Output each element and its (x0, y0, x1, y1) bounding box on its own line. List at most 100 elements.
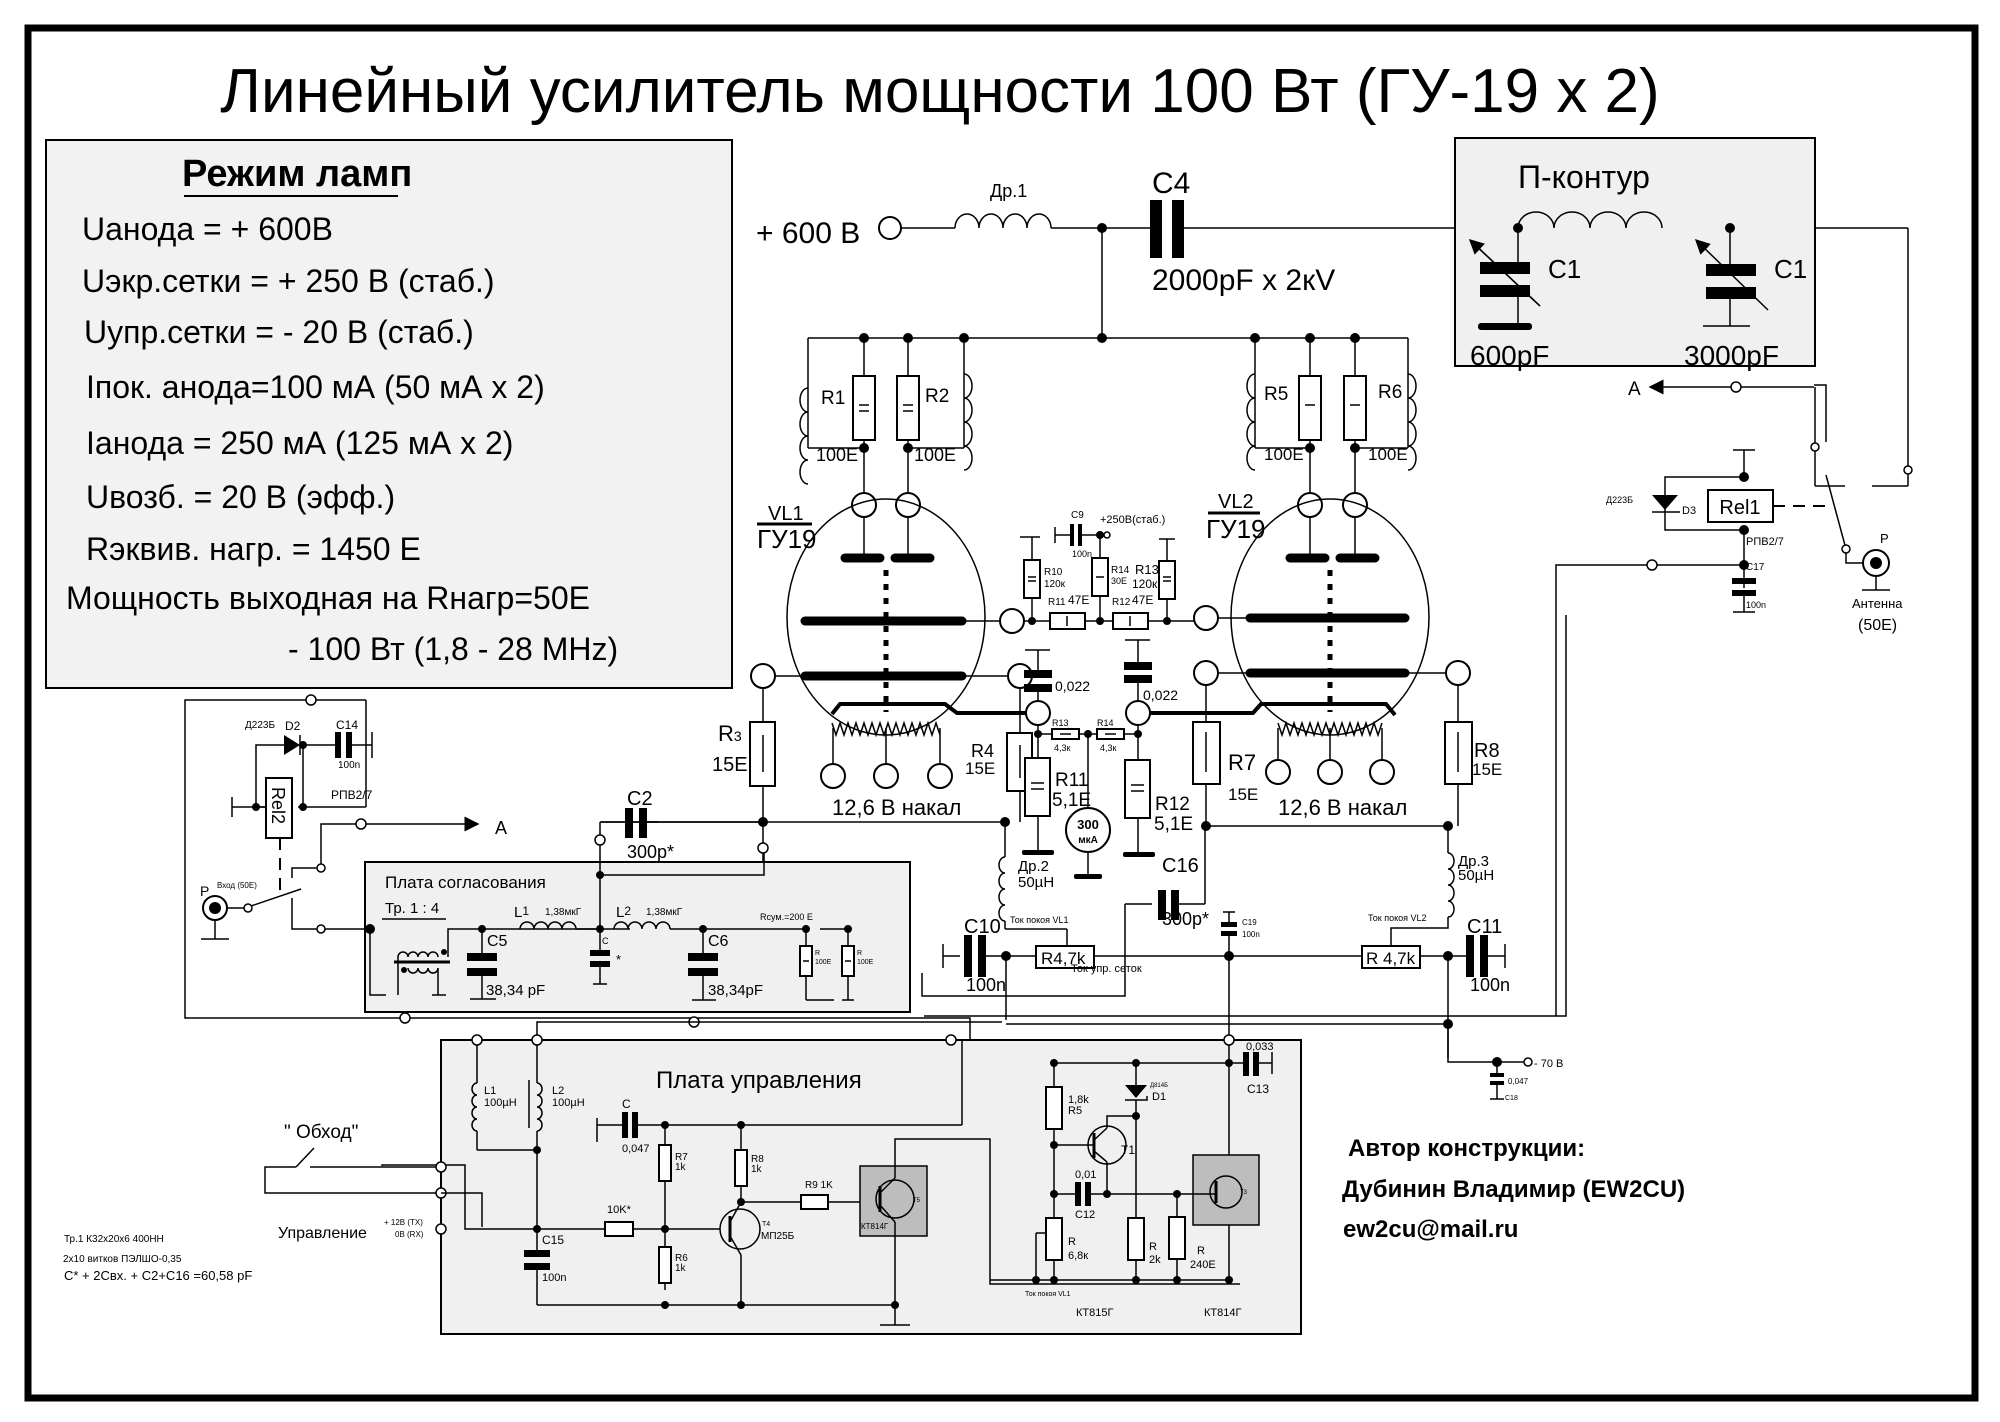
control-rx: 0В (RX) (395, 1230, 424, 1239)
r11-label: R11 (1048, 597, 1066, 608)
r8-value: 15E (1472, 760, 1502, 779)
c-center-star: * (616, 952, 621, 967)
r-a-label: R (815, 950, 820, 957)
t3-label: T3 (1240, 1190, 1248, 1196)
r-2k-label: R (1149, 1241, 1157, 1253)
r13-value: 120к (1132, 577, 1158, 591)
dr3-value: 50µH (1458, 867, 1494, 884)
c6-value: 38,34pF (708, 982, 763, 999)
control-board: Плата управления L1 100µH L2 100µH C15 1… (264, 1034, 1302, 1335)
r14b-value: 4,3к (1100, 743, 1117, 753)
ctl-l1-label: L1 (484, 1085, 496, 1097)
antenna-impedance: (50E) (1858, 617, 1897, 634)
c15-label: C15 (542, 1233, 564, 1247)
choke-dr1 (954, 213, 1052, 229)
d3-label: D3 (1682, 505, 1696, 517)
vl2-heater-label: 12,6 В накал (1278, 795, 1407, 820)
t1-label: T1 (1121, 1143, 1135, 1157)
d1-type: Д814Б (1150, 1083, 1168, 1089)
r11b-label: R11 (1055, 770, 1088, 791)
tube-mode-box: Режим ламп Uанода = + 600В Uэкр.сетки = … (45, 139, 733, 689)
mode-line-anode-current: Iанода = 250 мА (125 мА х 2) (86, 425, 513, 461)
control-label: Управление (278, 1225, 367, 1242)
r-240-value: 240E (1190, 1259, 1216, 1271)
r4-label: R4 (971, 741, 994, 761)
t3-type: КТ814Г (1204, 1307, 1241, 1319)
r1-label: R1 (821, 388, 845, 409)
r1-value: 100E (816, 445, 858, 465)
r-b-value: 100E (857, 959, 874, 966)
c9-value: 100n (1072, 549, 1092, 559)
ctl-r6-label: R6 (675, 1253, 688, 1264)
r12-label: R12 (1112, 597, 1131, 608)
c11-label: C11 (1467, 916, 1502, 938)
input-arrow-label: A (495, 818, 507, 838)
anode-supply-label: + 600 В (756, 217, 860, 250)
ctl-tok-vl1: Ток покоя VL1 (1025, 1291, 1071, 1298)
t5-type: КТ814Г (861, 1222, 889, 1231)
page-title: Линейный усилитель мощности 100 Вт (ГУ-1… (220, 57, 1659, 126)
c10-value: 100n (966, 975, 1006, 995)
t4-type: МП25Б (761, 1231, 795, 1242)
r12b-label: R12 (1155, 794, 1190, 815)
r7-value: 15E (1228, 785, 1258, 804)
author-email: ew2cu@mail.ru (1343, 1216, 1518, 1243)
r-pot-label: R (1068, 1236, 1076, 1248)
transistor-t3 (1209, 1175, 1243, 1209)
tok-vl1-label: Ток покоя VL1 (1010, 915, 1069, 925)
r8-label: R8 (1474, 740, 1500, 762)
c13-label: C13 (1247, 1082, 1269, 1096)
r13b-value: 4,3к (1054, 743, 1071, 753)
c19-value: 100n (1242, 930, 1260, 939)
r14-label: R14 (1111, 565, 1130, 576)
c10-label: C10 (964, 916, 1001, 938)
choke-dr1-label: Др.1 (990, 181, 1027, 201)
d3-type: Д223Б (1606, 495, 1633, 505)
l1-value: 1,38мкГ (545, 907, 582, 918)
r47k-left-label: R4,7k (1041, 949, 1086, 968)
vl2-ref: VL2 (1218, 491, 1254, 513)
dr3-label: Др.3 (1458, 853, 1489, 870)
c15-value: 100n (542, 1272, 566, 1284)
c11-value: 100n (1470, 975, 1510, 995)
mode-line-anode-voltage: Uанода = + 600В (82, 211, 333, 247)
cathode-network: R3 15E R4 15E R13 4,3к R14 4,3к R11 (600, 685, 1502, 879)
author-name: Дубинин Владимир (EW2CU) (1342, 1176, 1685, 1203)
output-arrow-label: A (1628, 379, 1641, 400)
l2-value: 1,38мкГ (646, 907, 683, 918)
c-center-label: C (602, 936, 609, 946)
r6-label: R6 (1378, 382, 1402, 403)
c14-label: C14 (336, 718, 358, 732)
dr2-value: 50µH (1018, 874, 1054, 891)
author-block: Автор конструкции: Дубинин Владимир (EW2… (1342, 1135, 1685, 1243)
c1b-value: 3000pF (1684, 340, 1779, 371)
r2-value: 100E (914, 445, 956, 465)
tok-grid-label: Ток упр. сеток (1071, 963, 1142, 975)
c5-label: C5 (487, 933, 508, 950)
rel2-label: Rel2 (268, 787, 288, 824)
screen-grid-network: R11 47E R12 47E R10 120к C9 100n +250В(с… (1020, 510, 1194, 726)
vl2-type: ГУ19 (1206, 514, 1266, 544)
c5-value: 38,34 pF (486, 982, 545, 999)
input-relay: Д223Б D2 C14 100n РПВ2/7 Rel2 P Вход (50… (184, 694, 971, 1040)
rel1-type: РПВ2/7 (1746, 536, 1784, 548)
screen-supply-label: +250В(стаб.) (1100, 514, 1165, 526)
ctl-r8-label: R8 (751, 1154, 764, 1165)
ctl-c-label: C (622, 1097, 631, 1111)
r14-value: 30E (1111, 576, 1127, 586)
antenna-label: Антенна (1852, 596, 1903, 611)
t1-type: КТ815Г (1076, 1307, 1113, 1319)
vl2-anode-suppressors: R5 100E R6 100E (1246, 333, 1417, 518)
author-heading: Автор конструкции: (1348, 1135, 1585, 1162)
r-2k-value: 2k (1149, 1254, 1161, 1266)
r5-value: 100E (1264, 445, 1304, 464)
ctl-l1-value: 100µH (484, 1097, 517, 1109)
c14-value: 100n (338, 760, 360, 771)
t4-label: T4 (762, 1221, 770, 1228)
r5-label: R5 (1264, 384, 1288, 405)
c13-value: 0,033 (1246, 1041, 1274, 1053)
dr2-label: Др.2 (1018, 858, 1049, 875)
r47k-right-label: R 4,7k (1366, 949, 1416, 968)
grid-bias-network: C2 300p* Др.2 50µH Ток покоя VL1 C10 100… (594, 615, 1567, 1102)
